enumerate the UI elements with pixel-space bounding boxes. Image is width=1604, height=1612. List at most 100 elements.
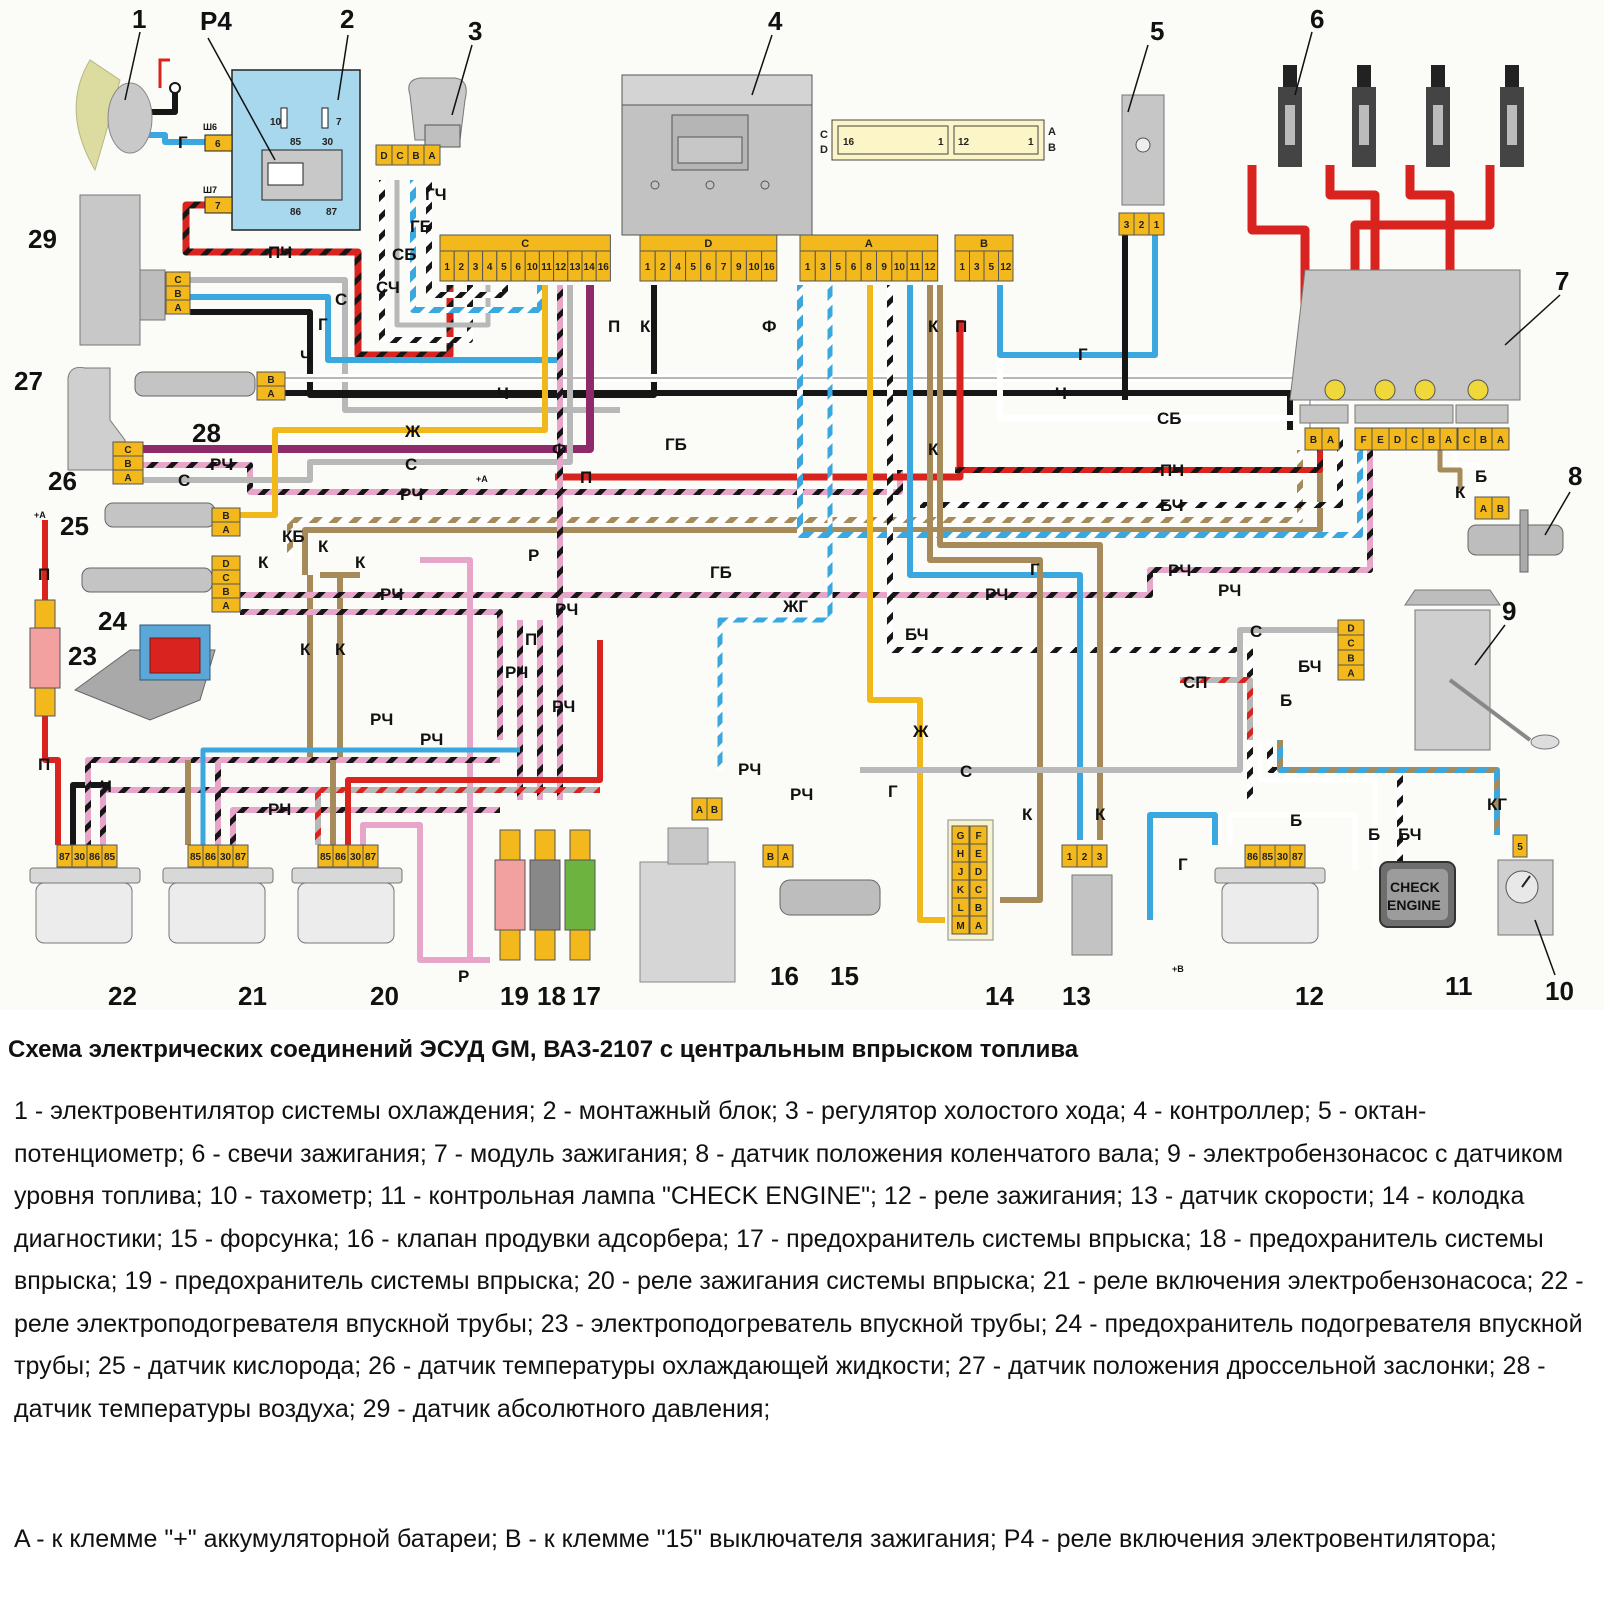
svg-text:D: D: [704, 238, 712, 250]
relay12-pin: 30: [1274, 844, 1291, 868]
octane-potentiometer: [1121, 94, 1165, 206]
octane-pin: 3: [1118, 212, 1135, 236]
wire-rch-bot: [240, 609, 503, 740]
wire-label: РЧ: [790, 785, 813, 804]
relay20-pin: 85: [317, 844, 334, 868]
wire-sb-right: [997, 290, 1303, 430]
wire-tps-c: [143, 285, 594, 453]
relay20-pin: 30: [347, 844, 364, 868]
component-legend: 1 - электровентилятор системы охлаждения…: [14, 1097, 1584, 1423]
check-engine-text-2: ENGINE: [1387, 897, 1441, 913]
face-pin-1-left: 1: [938, 137, 944, 148]
wire-label: ГБ: [410, 217, 432, 236]
callout-1: 1: [132, 4, 146, 34]
wire-label: РЧ: [420, 730, 443, 749]
wire-bch-right: [920, 430, 1343, 508]
oxygen-sensor: [81, 567, 213, 593]
svg-text:8: 8: [866, 262, 872, 273]
svg-text:J: J: [958, 867, 964, 878]
pump-pin: A: [1337, 664, 1365, 681]
controller-pin: 10: [891, 250, 908, 282]
wire-label: Ч: [497, 384, 509, 403]
controller-pin: 1: [639, 250, 656, 282]
wire-label: Б: [1290, 811, 1302, 830]
diag-pin: C: [969, 879, 988, 899]
relay21-pin: 85: [187, 844, 204, 868]
diag-pin: H: [951, 843, 970, 863]
wire-crank-k: [1437, 445, 1463, 490]
wire-label: К: [928, 440, 939, 459]
svg-text:4: 4: [675, 262, 681, 273]
wire-k-diag: [927, 285, 1043, 903]
wire-label: К: [335, 640, 346, 659]
o2-pin: A: [211, 597, 241, 613]
svg-text:A: A: [975, 921, 982, 932]
controller-pin: 12: [921, 250, 939, 282]
svg-text:C: C: [521, 238, 529, 250]
svg-text:C: C: [124, 445, 131, 456]
wire-label: Г: [1030, 560, 1040, 579]
map-sensor: [79, 194, 166, 346]
wire-label: ПЧ: [268, 243, 292, 262]
octane-pin: 1: [1148, 212, 1165, 236]
controller-pin: 5: [685, 250, 702, 282]
wire-label: РЧ: [1218, 581, 1241, 600]
tps-connector: CBA: [112, 441, 144, 485]
wire-label: Ч: [100, 777, 112, 796]
pump-pin: B: [1337, 649, 1365, 666]
svg-text:1: 1: [959, 262, 965, 273]
callout-16: 16: [770, 961, 799, 991]
svg-text:14: 14: [584, 262, 596, 273]
svg-text:86: 86: [1247, 852, 1259, 863]
wire-label: РЧ: [552, 697, 575, 716]
terminal-86: 86: [290, 207, 302, 218]
relay20-pin: 87: [362, 844, 379, 868]
wire-p-main: [555, 320, 964, 481]
wire-gb-mid: [797, 285, 1363, 538]
idle-speed-regulator: [408, 77, 467, 148]
svg-text:87: 87: [1292, 852, 1304, 863]
check-engine-text-1: CHECK: [1390, 879, 1440, 895]
callout-22: 22: [108, 981, 137, 1010]
controller-pin: 3: [467, 250, 484, 282]
wire-label: ГБ: [710, 563, 732, 582]
svg-text:3: 3: [820, 262, 826, 273]
ignition-b-pin: F: [1354, 427, 1373, 451]
wire-label: П: [38, 755, 50, 774]
svg-text:F: F: [975, 831, 981, 842]
mounting-block: [204, 69, 361, 231]
wire-relay21-87: [230, 807, 500, 845]
relay22-pin: 85: [101, 844, 118, 868]
svg-text:11: 11: [909, 262, 920, 273]
svg-text:A: A: [428, 151, 435, 162]
relay21-pin: 86: [202, 844, 219, 868]
wire-label: РЧ: [400, 485, 423, 504]
terminal-30: 30: [322, 137, 334, 148]
svg-text:87: 87: [235, 852, 247, 863]
face-label-a: A: [1048, 126, 1056, 138]
svg-text:6: 6: [706, 262, 712, 273]
svg-text:A: A: [222, 525, 229, 536]
label-sh7: Ш7: [203, 185, 217, 195]
callout-9: 9: [1502, 596, 1516, 626]
ignition-a-pin: A: [1321, 427, 1340, 451]
svg-text:A: A: [782, 852, 789, 863]
ignition-b-pin: B: [1422, 427, 1441, 451]
diag-pin: K: [951, 879, 970, 899]
svg-text:B: B: [767, 852, 774, 863]
wire-idle-a: [426, 180, 508, 298]
svg-text:30: 30: [220, 852, 232, 863]
tps-pin: A: [112, 469, 144, 485]
callout-14: 14: [985, 981, 1014, 1010]
controller-pin: 2: [453, 250, 469, 282]
wire-tps-b: [143, 462, 903, 495]
wire-label: БЧ: [1398, 825, 1422, 844]
pump-pin: D: [1337, 619, 1365, 636]
wire-relay21-30: [215, 757, 500, 845]
